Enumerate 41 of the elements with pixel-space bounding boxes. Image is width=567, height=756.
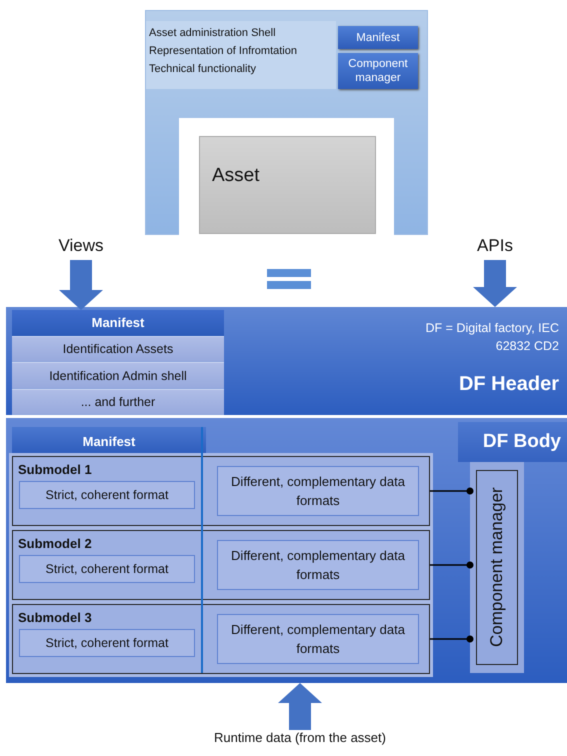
submodel-title: Submodel 2	[18, 536, 92, 551]
table-row: Identification Admin shell	[12, 362, 224, 388]
table-title: Manifest	[90, 315, 146, 330]
format-box: Strict, coherent format	[19, 629, 195, 657]
connector-line	[430, 636, 474, 642]
format-box: Strict, coherent format	[19, 481, 195, 509]
shell-text: Representation of Infromtation	[149, 45, 298, 57]
function-label: Manifest	[338, 26, 418, 49]
manager-box	[470, 462, 524, 673]
shell-text: Asset administration Shell	[149, 27, 277, 39]
body-band	[6, 418, 567, 683]
function-label: Component manager	[338, 53, 418, 89]
asset-box	[199, 136, 376, 234]
submodel-title: Submodel 3	[18, 610, 92, 625]
format-box: Different, complementary data formats	[217, 540, 419, 590]
table-row: Identification Assets	[12, 336, 224, 361]
format-box: Different, complementary data formats	[217, 466, 419, 516]
shell-text: Technical functionality	[149, 63, 258, 75]
submodel-box	[12, 530, 430, 600]
connector-line	[430, 562, 474, 568]
block-arrow	[59, 260, 103, 310]
manager-label: Component manager	[486, 486, 507, 650]
section-title: DF Body	[458, 422, 567, 462]
submodel-box	[12, 604, 430, 674]
format-box: Strict, coherent format	[19, 555, 195, 583]
manifest-tab: Manifest	[12, 427, 206, 455]
submodel-box	[12, 456, 430, 526]
input-label: Views	[45, 236, 117, 260]
asset-label: Asset	[212, 165, 260, 187]
block-arrow	[473, 260, 517, 307]
input-label: APIs	[462, 236, 528, 260]
block-arrow	[278, 683, 322, 730]
submodel-title: Submodel 1	[18, 462, 92, 477]
manifest-table	[12, 310, 224, 415]
section-title: DF Header	[458, 373, 559, 396]
caption-text: Runtime data (from the asset)	[170, 730, 430, 752]
definition-note: DF = Digital factory, IEC 62832 CD2	[424, 320, 559, 355]
table-row: ... and further	[12, 389, 224, 414]
format-box: Different, complementary data formats	[217, 614, 419, 664]
header-band	[6, 307, 567, 415]
connector-line	[430, 488, 474, 494]
